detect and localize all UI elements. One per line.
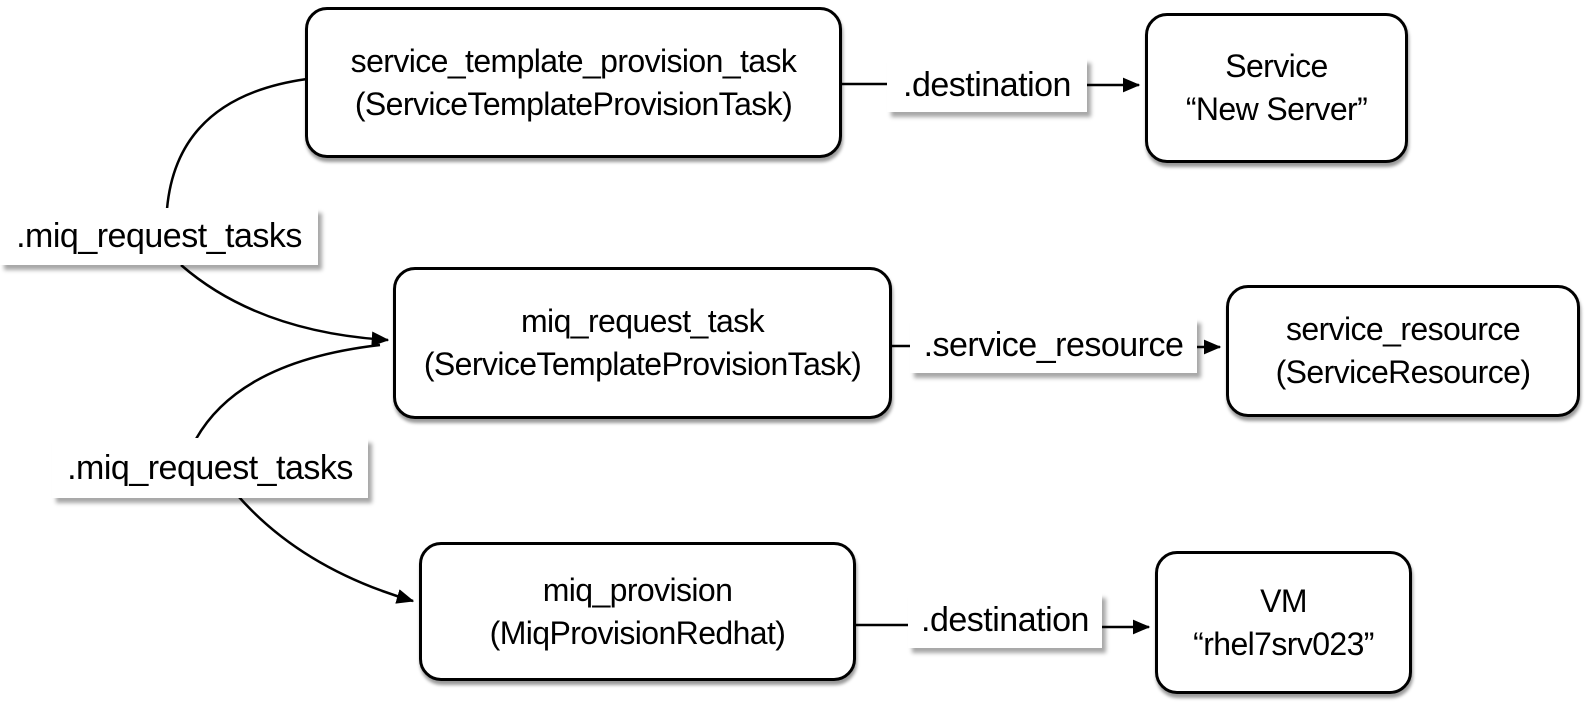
node-miq-request-task: miq_request_task (ServiceTemplateProvisi… — [393, 267, 892, 419]
node-instance: “New Server” — [1185, 91, 1368, 127]
node-title: miq_request_task — [521, 303, 765, 339]
edge-label-text: .miq_request_tasks — [67, 448, 353, 487]
edge-label-text: .destination — [903, 65, 1071, 104]
edge-label-destination-top: .destination — [887, 58, 1087, 112]
node-vm-rhel7srv023: VM “rhel7srv023” — [1155, 551, 1412, 694]
edge-label-text: .service_resource — [923, 326, 1184, 364]
node-title: miq_provision — [542, 571, 733, 608]
edge-label-text: .destination — [921, 601, 1089, 639]
node-class: (MiqProvisionRedhat) — [489, 614, 786, 651]
edge-label-destination-bottom: .destination — [908, 593, 1102, 648]
edge-label-text: .miq_request_tasks — [16, 217, 302, 255]
node-title: service_resource — [1285, 311, 1521, 347]
node-service-resource: service_resource (ServiceResource) — [1226, 285, 1580, 417]
node-service-new-server: Service “New Server” — [1145, 13, 1408, 163]
edge-label-service-resource: .service_resource — [910, 318, 1197, 373]
node-miq-provision: miq_provision (MiqProvisionRedhat) — [419, 542, 856, 681]
edge-curve-label1-to-stpt — [165, 77, 308, 210]
node-class: (ServiceResource) — [1275, 354, 1531, 390]
edge-label-miq-request-tasks-lower: .miq_request_tasks — [52, 438, 368, 498]
node-title: VM — [1260, 582, 1307, 619]
node-class: (ServiceTemplateProvisionTask) — [423, 346, 862, 382]
edge-label-miq-request-tasks-upper: .miq_request_tasks — [0, 208, 318, 265]
node-instance: “rhel7srv023” — [1193, 625, 1374, 662]
edge-curve-label1-to-miq-request-task — [180, 264, 390, 347]
node-service-template-provision-task: service_template_provision_task (Service… — [305, 7, 842, 158]
edge-curve-label2-to-miq-provision — [238, 496, 415, 604]
node-title: Service — [1225, 48, 1328, 84]
node-class: (ServiceTemplateProvisionTask) — [354, 85, 793, 122]
node-title: service_template_provision_task — [350, 42, 797, 79]
edge-curve-label2-to-miq-request-task — [194, 343, 381, 440]
